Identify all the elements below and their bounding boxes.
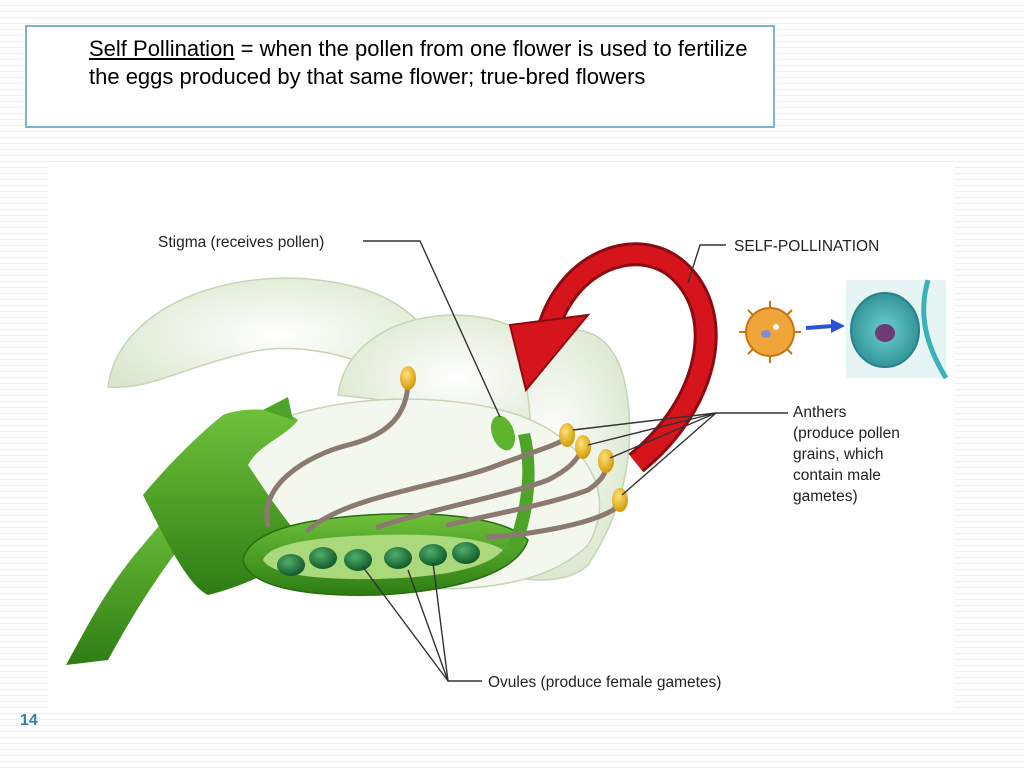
anthers — [400, 366, 628, 512]
anther-leader — [621, 412, 717, 496]
self-pollination-leader — [687, 244, 726, 284]
self-pollination-label: SELF-POLLINATION — [734, 238, 879, 255]
egg-cell-icon — [846, 279, 949, 380]
anther — [559, 423, 575, 447]
filament — [305, 434, 571, 533]
ovules — [277, 542, 480, 576]
anthers-label-line: contain male — [793, 467, 881, 484]
anthers-label-line: (produce pollen — [793, 425, 900, 442]
stigma — [490, 415, 516, 451]
ovule — [344, 549, 372, 571]
anther-leader — [572, 412, 717, 431]
anther-leader — [587, 412, 717, 446]
ovule — [452, 542, 480, 564]
ovule — [384, 547, 412, 569]
pollen-to-egg-inset — [739, 279, 949, 380]
pollen-grain-icon — [739, 301, 801, 363]
anthers-label-line: Anthers — [793, 404, 847, 421]
stigma-leader — [363, 240, 501, 418]
stigma-label: Stigma (receives pollen) — [158, 234, 324, 251]
ovules-leader — [362, 566, 449, 682]
ovules-leader — [432, 562, 449, 682]
definition-box: Self Pollination = when the pollen from … — [25, 25, 775, 128]
anthers-label-line: gametes) — [793, 488, 858, 505]
anther — [598, 449, 614, 473]
definition-text: = when the pollen from one flower is use… — [89, 36, 748, 89]
blue-arrow-icon — [805, 319, 845, 333]
self-pollination-diagram: Stigma (receives pollen) SELF-POLLINATIO… — [48, 165, 954, 710]
ovule — [309, 547, 337, 569]
leader-lines — [362, 240, 788, 682]
calyx-and-stem — [66, 397, 535, 665]
arrow-head — [508, 313, 591, 393]
anther — [400, 366, 416, 390]
definition-term: Self Pollination — [89, 36, 235, 61]
filament — [375, 444, 586, 530]
sepal-tip — [263, 397, 293, 420]
ovule — [277, 554, 305, 576]
slide-number: 14 — [20, 712, 38, 729]
anthers-label-line: grains, which — [793, 446, 883, 463]
arrow-shaft-fill — [539, 245, 715, 471]
style — [508, 433, 535, 550]
stem — [66, 505, 198, 665]
self-pollination-arrow — [508, 242, 718, 473]
anther-leader — [609, 412, 717, 459]
filament — [264, 377, 411, 528]
ovule — [419, 544, 447, 566]
anthers-label: Anthers (produce pollen grains, which co… — [793, 404, 904, 505]
ovules-label: Ovules (produce female gametes) — [488, 674, 721, 691]
anther — [575, 435, 591, 459]
